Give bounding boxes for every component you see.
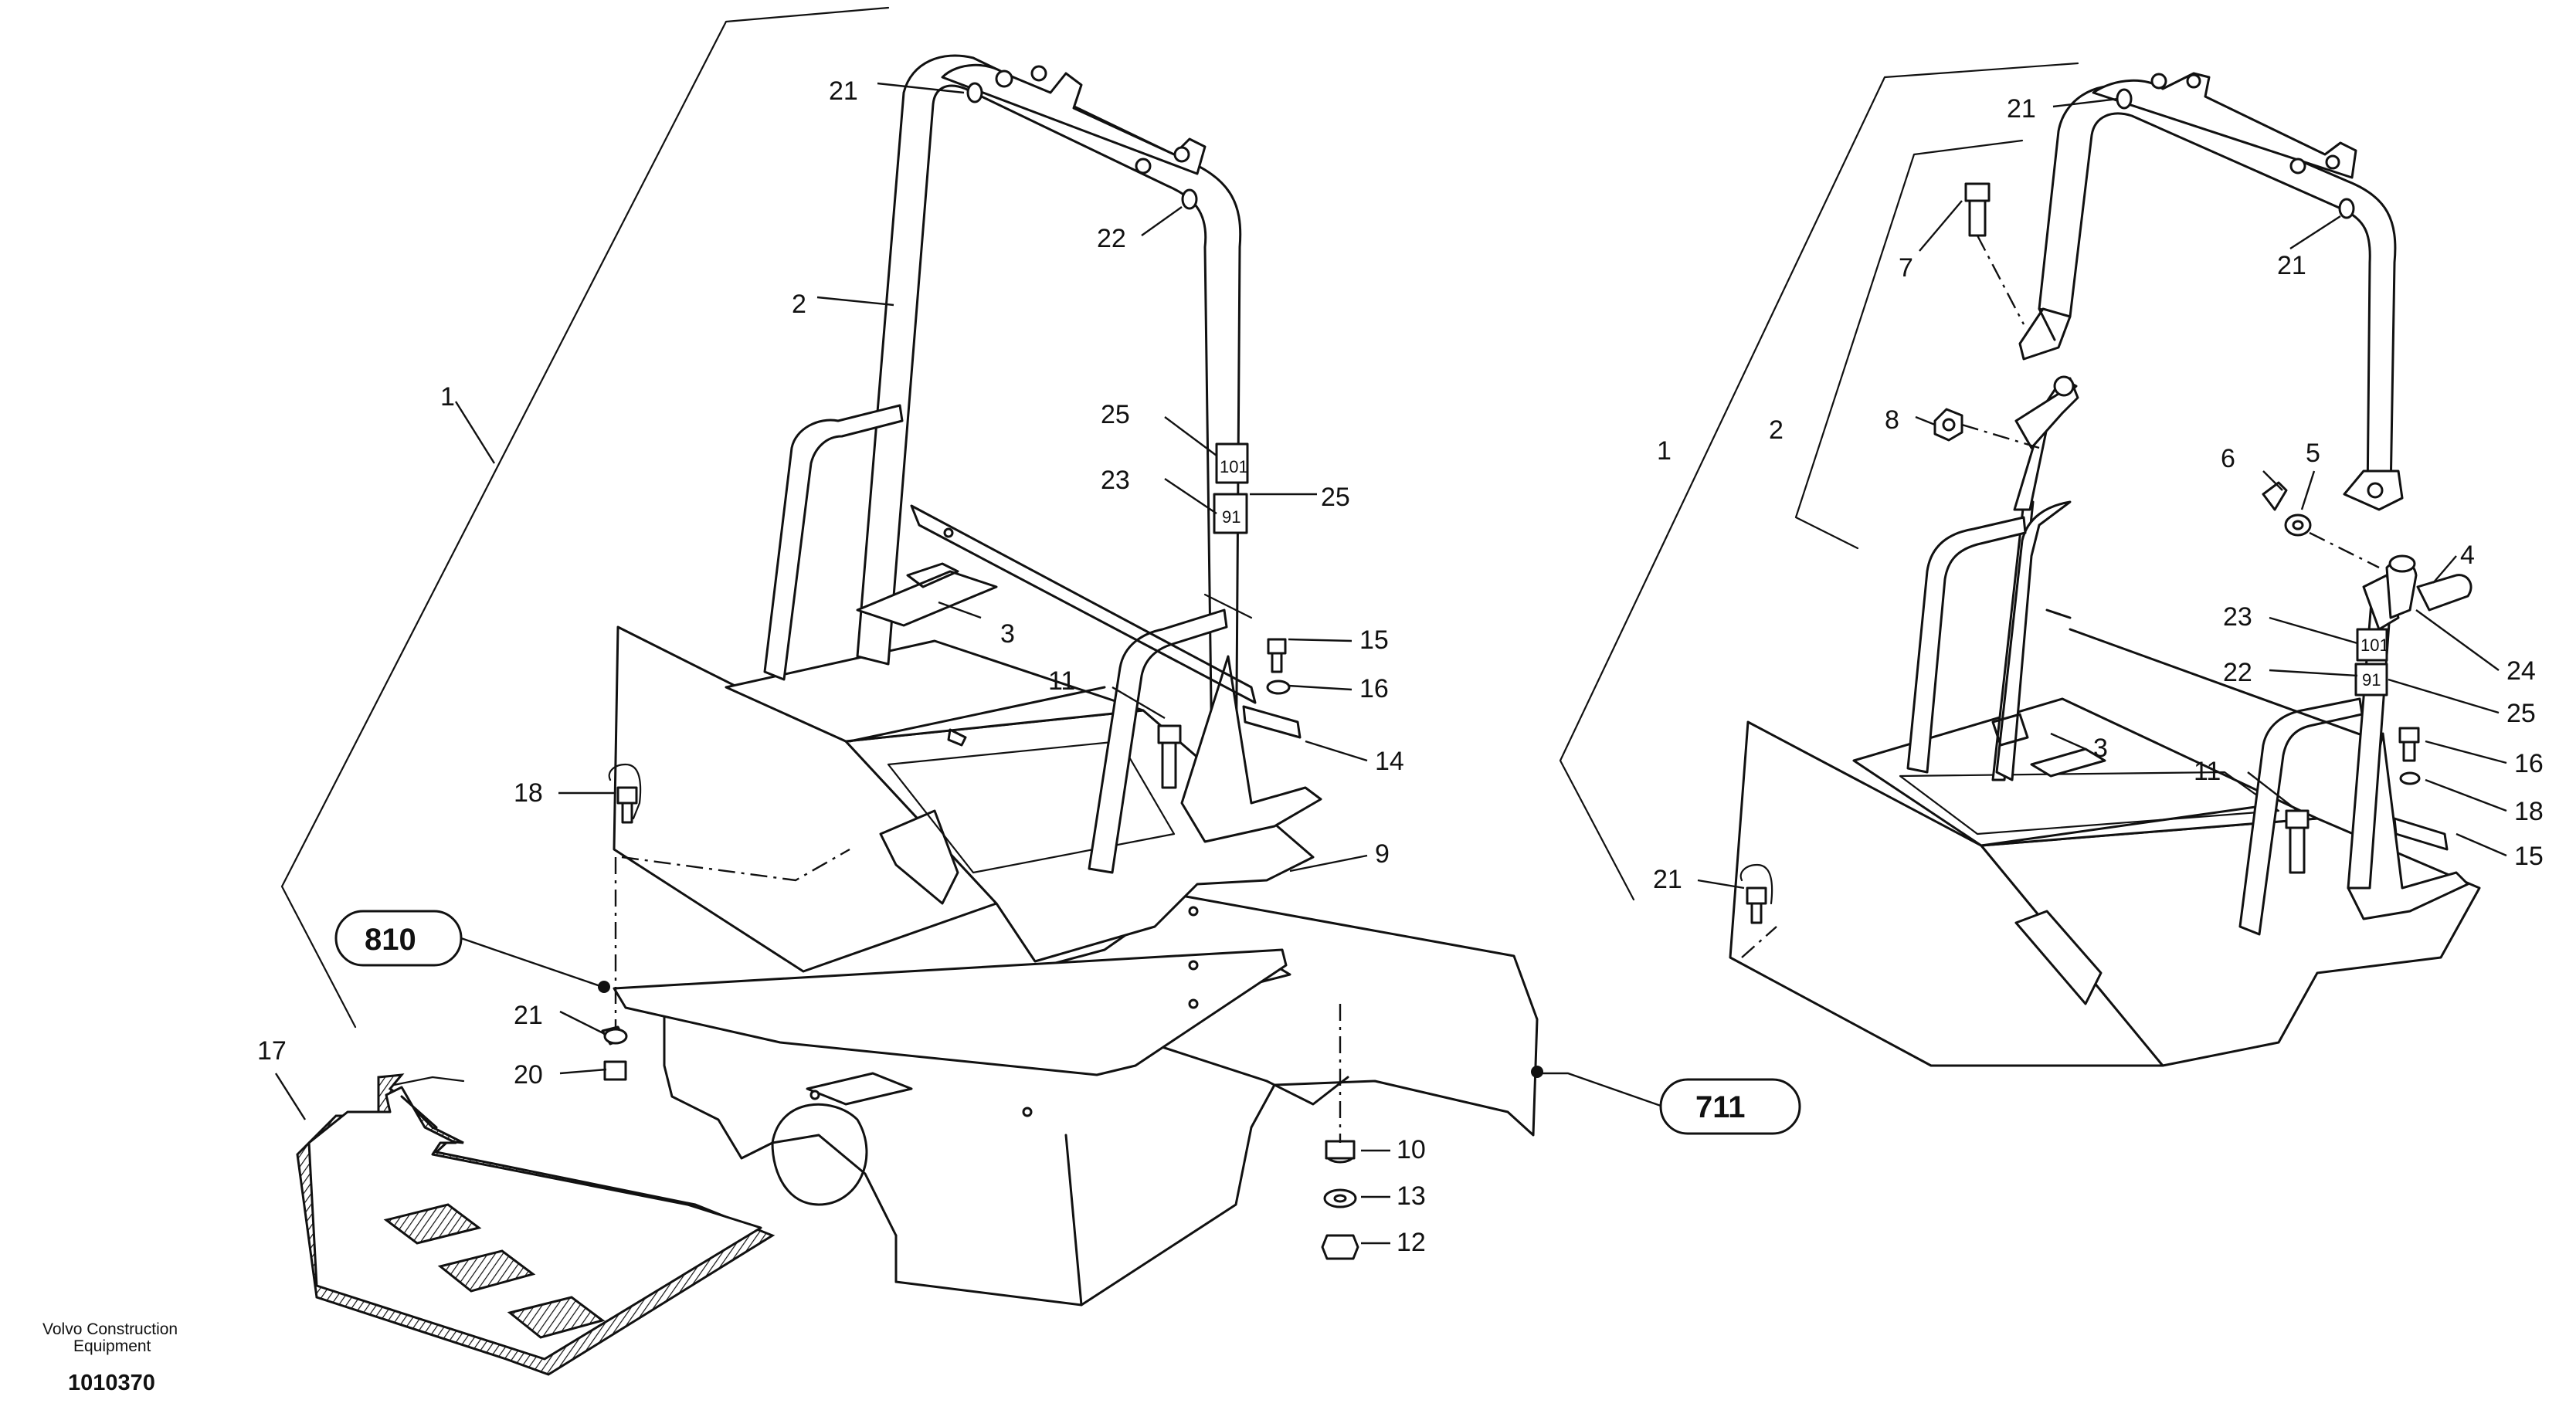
callout-21a: 21 <box>829 76 858 106</box>
reference-711-label: 711 <box>1695 1090 1746 1124</box>
callout-22: 23 <box>1101 466 1130 495</box>
callout-7r: 7 <box>1899 253 1913 283</box>
callout-21b: 22 <box>1097 224 1126 253</box>
callout-2r: 2 <box>1769 415 1784 445</box>
reference-711-dot <box>1531 1066 1543 1078</box>
right-lower-frame: 101 91 <box>1906 375 2469 936</box>
left-leaders <box>274 82 1661 1245</box>
left-hardware <box>601 638 1359 1260</box>
left-assembly: 101 91 <box>274 6 1661 1376</box>
reference-810-label: 810 <box>365 923 416 957</box>
callout-22r: 22 <box>2223 658 2252 687</box>
lower-housing <box>663 894 1539 1307</box>
callout-21r-a: 21 <box>2007 94 2036 124</box>
callout-21r-b: 21 <box>2277 251 2306 280</box>
right-callouts: 21 21 7 2 8 1 6 5 4 23 22 24 25 3 11 16 … <box>1653 94 2544 894</box>
callout-14r: 15 <box>2514 842 2544 871</box>
callout-11r: 11 <box>2194 757 2221 786</box>
right-upper-frame <box>2018 72 2404 511</box>
callout-4r: 4 <box>2460 541 2475 570</box>
callout-20: 21 <box>514 1001 543 1030</box>
callout-14: 14 <box>1375 747 1404 776</box>
callout-1: 1 <box>440 382 455 412</box>
callout-13: 13 <box>1397 1181 1426 1211</box>
callout-12: 12 <box>1397 1228 1426 1257</box>
callout-17: 17 <box>257 1036 287 1066</box>
callout-25: 25 <box>1321 483 1350 512</box>
drawing-id: 1010370 <box>68 1371 155 1395</box>
callout-3: 3 <box>1000 619 1015 649</box>
callout-16r: 18 <box>2514 797 2544 826</box>
callout-15r: 16 <box>2514 749 2544 778</box>
right-leaders <box>1697 97 2507 890</box>
callout-19: 20 <box>514 1060 543 1090</box>
callout-2: 2 <box>792 290 806 319</box>
manufacturer-line-2: Equipment <box>73 1337 151 1355</box>
callout-18: 18 <box>514 778 543 808</box>
pipe-tag-91-right: 91 <box>2362 670 2381 690</box>
callout-3r: 3 <box>2093 734 2108 763</box>
callout-23r: 23 <box>2223 602 2252 632</box>
callout-9: 9 <box>1375 839 1390 869</box>
callout-6r: 6 <box>2221 444 2235 473</box>
pipe-tag-91: 91 <box>1222 507 1240 527</box>
callout-24r: 24 <box>2506 656 2536 686</box>
callout-25r: 25 <box>2506 699 2536 728</box>
callout-15: 15 <box>1359 625 1389 655</box>
callout-10: 10 <box>1397 1135 1426 1164</box>
pipe-tag-101: 101 <box>1220 457 1248 476</box>
reference-711[interactable]: 711 <box>1659 1078 1801 1135</box>
manufacturer-line-1: Volvo Construction <box>42 1320 178 1338</box>
reference-810-dot <box>598 981 610 993</box>
callout-11: 11 <box>1048 666 1075 696</box>
callout-23: 25 <box>1101 400 1130 429</box>
callout-8r: 8 <box>1885 405 1899 435</box>
callout-5r: 5 <box>2306 439 2320 468</box>
right-hardware <box>1739 182 2472 924</box>
right-assembly: 101 91 <box>1559 62 2507 1067</box>
callout-1r: 1 <box>1657 436 1672 466</box>
rops-frame-part-2: 101 91 <box>763 54 1322 874</box>
callout-16: 16 <box>1359 674 1389 703</box>
floor-mat-part-17 <box>296 1073 776 1376</box>
left-callouts: 21 22 2 1 25 23 25 3 11 15 16 14 9 18 21… <box>257 76 1426 1257</box>
reference-810[interactable]: 810 <box>334 910 463 967</box>
footer: Volvo Construction Equipment 1010370 <box>42 1320 178 1395</box>
callout-18r: 21 <box>1653 865 1682 894</box>
pipe-tag-101-right: 101 <box>2360 636 2389 655</box>
plate-part-9 <box>613 906 1291 1117</box>
